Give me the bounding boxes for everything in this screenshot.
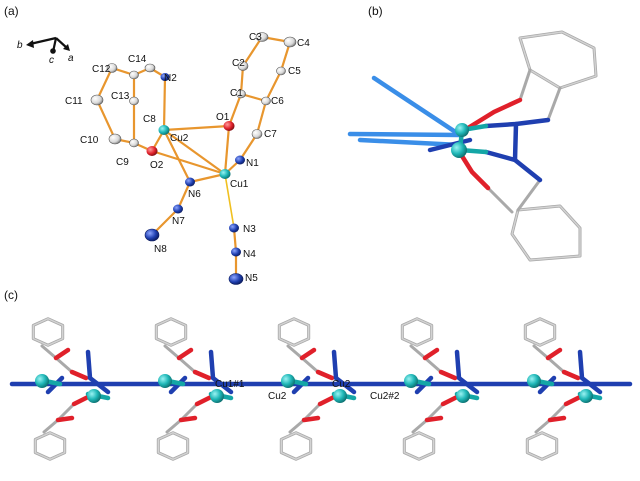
chain-lower-ring-4-highlight [526, 431, 558, 461]
chain-oxygen-upper-4 [545, 347, 581, 381]
chain-lower-ring-0-highlight [34, 431, 66, 461]
atom-label-n4: N4 [243, 249, 256, 260]
atom-label-c7: C7 [264, 129, 277, 140]
atom-label-n1: N1 [246, 158, 259, 169]
atom-label-c1: C1 [230, 88, 243, 99]
atom-label-c12: C12 [92, 64, 111, 75]
chain-lower-ring-1-highlight [157, 431, 189, 461]
ortep-oxygen-atoms [146, 121, 235, 156]
chain-upper-ring-3-highlight [401, 317, 433, 347]
chain-oxygen-upper-3 [422, 347, 458, 381]
atom-label-c14: C14 [128, 54, 147, 65]
atom-label-cu2: Cu2 [170, 133, 189, 144]
panel-label-c: (c) [4, 288, 18, 302]
atom-label-c4: C4 [297, 38, 310, 49]
oxygen-stick-upper [465, 97, 523, 131]
ortep-atom-labels: C3 C4 C2 C5 C1 C6 C7 O1 N1 C14 N2 C12 C1… [65, 32, 310, 284]
azide-stick-1 [371, 75, 463, 138]
chain-copper-atom-a-0 [35, 374, 49, 388]
chain-oxygen-upper-2 [299, 347, 335, 381]
chain-oxygen-upper-1 [176, 347, 212, 381]
atom-label-cu1: Cu1 [230, 179, 249, 190]
chain-upper-ring-0-highlight [32, 317, 64, 347]
chain-upper-ring-1-highlight [155, 317, 187, 347]
atom-label-c5: C5 [288, 66, 301, 77]
atom-label-o2: O2 [150, 160, 164, 171]
atom-label-n5: N5 [245, 273, 258, 284]
azide-stick-2 [347, 131, 463, 138]
chain-upper-ring-2-highlight [278, 317, 310, 347]
polymer-chain-panel-c [9, 317, 633, 461]
chain-labels: Cu1#1 Cu2 Cu2 Cu2#2 [215, 379, 400, 402]
atom-label-n8: N8 [154, 244, 167, 255]
panel-label-b: (b) [368, 4, 383, 18]
axis-label-b: b [17, 40, 23, 51]
axis-triad: b c a [17, 36, 74, 66]
atom-label-n7: N7 [172, 216, 185, 227]
ortep-bonds [95, 35, 292, 281]
chain-lower-ring-3-highlight [403, 431, 435, 461]
chain-copper-atom-b-2 [333, 389, 347, 403]
chain-copper-atom-b-0 [87, 389, 101, 403]
atom-label-c2: C2 [232, 58, 245, 69]
chain-copper-atom-b-4 [579, 389, 593, 403]
azide-stick-4 [427, 137, 473, 153]
chain-copper-atom-a-3 [404, 374, 418, 388]
ortep-copper-atoms [158, 125, 231, 179]
oxygen-stick-lower [459, 153, 491, 191]
atom-label-c13: C13 [111, 91, 130, 102]
lower-phenyl-ring [486, 178, 582, 262]
chain-copper-atom-a-2 [281, 374, 295, 388]
chain-label-cu2-2: Cu2#2 [370, 391, 400, 402]
azide-stick-3 [357, 137, 463, 148]
axis-label-c: c [49, 55, 54, 66]
axis-label-a: a [68, 53, 74, 64]
chain-lower-ring-2-highlight [280, 431, 312, 461]
copper-atom-b2 [451, 142, 467, 158]
chain-copper-atom-b-3 [456, 389, 470, 403]
atom-label-c11: C11 [65, 96, 83, 107]
atom-label-o1: O1 [216, 112, 230, 123]
panel-label-a: (a) [4, 4, 19, 18]
atom-label-n2: N2 [164, 73, 177, 84]
chain-upper-ring-4-highlight [524, 317, 556, 347]
chain-copper-atom-a-1 [158, 374, 172, 388]
copper-atom-b1 [455, 123, 469, 137]
upper-phenyl-ring [518, 30, 598, 122]
atom-label-n6: N6 [188, 189, 201, 200]
atom-label-c9: C9 [116, 157, 129, 168]
chain-label-cu2-b: Cu2 [332, 379, 351, 390]
chain-label-cu2-a: Cu2 [268, 391, 287, 402]
chain-oxygen-upper-0 [53, 347, 89, 381]
chain-copper-atom-b-1 [210, 389, 224, 403]
chain-label-cu1-1: Cu1#1 [215, 379, 245, 390]
atom-label-c6: C6 [271, 96, 284, 107]
ortep-nitrogen-atoms [144, 73, 245, 285]
atom-label-c8: C8 [143, 114, 156, 125]
ortep-carbon-atoms [90, 32, 297, 148]
chain-copper-atom-a-4 [527, 374, 541, 388]
atom-label-c10: C10 [80, 135, 99, 146]
stick-model-panel-b [347, 30, 598, 262]
ortep-structure: C3 C4 C2 C5 C1 C6 C7 O1 N1 C14 N2 C12 C1… [65, 32, 310, 285]
atom-label-n3: N3 [243, 224, 256, 235]
nitrogen-bridge [512, 121, 519, 163]
atom-label-c3: C3 [249, 32, 262, 43]
